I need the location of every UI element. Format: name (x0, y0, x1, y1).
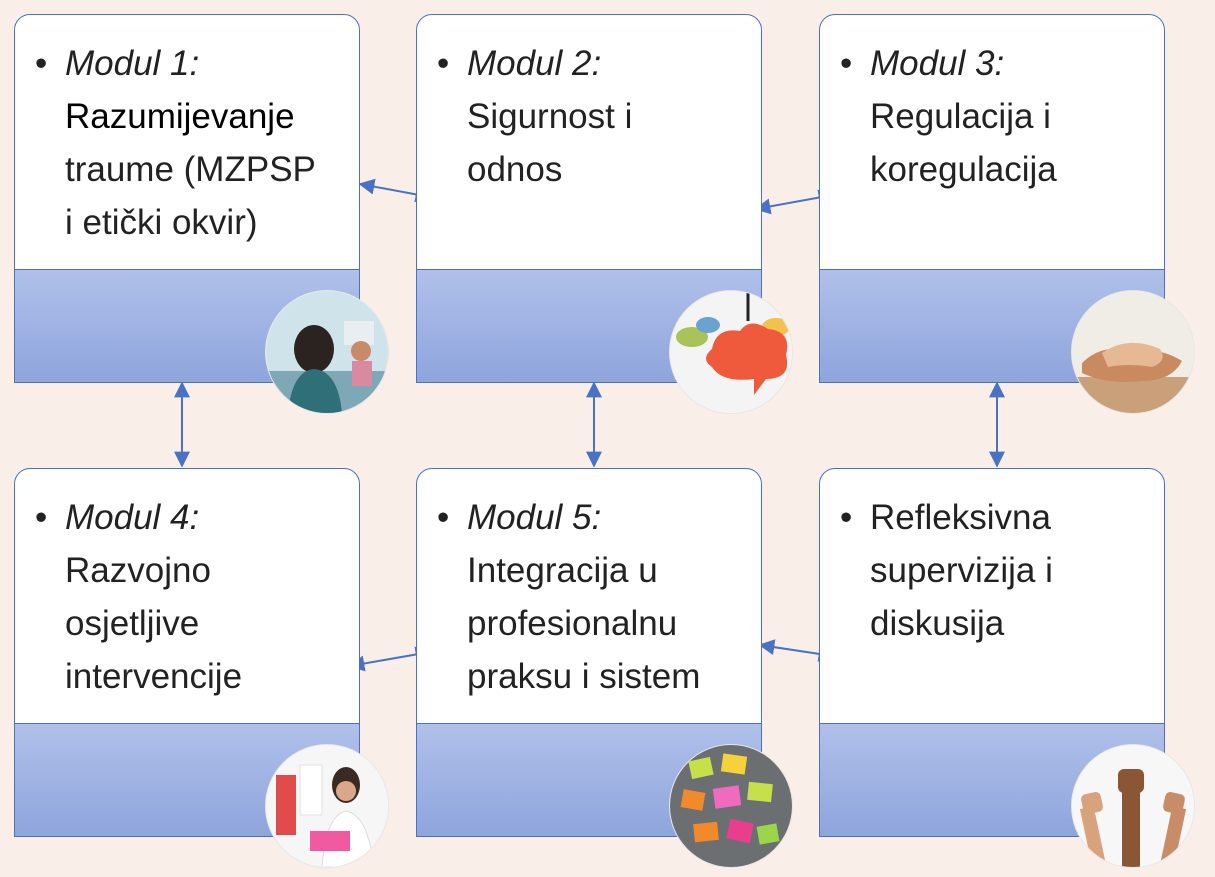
module-title: Modul 1: (65, 44, 200, 83)
module-line: traume (MZPSP (65, 150, 316, 189)
module-line: Integracija u (467, 551, 658, 590)
module-line: osjetljive (65, 604, 200, 643)
module-card-2: • Modul 2: Sigurnost i odnos (416, 14, 762, 383)
module-line: koregulacija (870, 150, 1057, 189)
module-text-6: • Refleksivna supervizija i diskusija (840, 491, 1150, 650)
bullet: • (35, 44, 48, 83)
lab-scientist-photo (265, 744, 389, 868)
module-line: Regulacija i (870, 97, 1051, 136)
bullet: • (437, 498, 450, 537)
module-text-2: • Modul 2: Sigurnost i odnos (437, 37, 747, 196)
module-line: profesionalnu (467, 604, 678, 643)
module-text-1: • Modul 1: Razumijevanje traume (MZPSP i… (35, 37, 345, 249)
module-line: supervizija i (870, 551, 1053, 590)
module-text-5: • Modul 5: Integracija u profesionalnu p… (437, 491, 747, 703)
module-line: i etički okvir) (65, 203, 258, 242)
module-line: diskusija (870, 604, 1005, 643)
speech-bubbles-photo (669, 290, 793, 414)
bullet: • (840, 498, 853, 537)
bullet: • (437, 44, 450, 83)
module-title: Modul 2: (467, 44, 602, 83)
module-title: Modul 5: (467, 498, 602, 537)
bullet: • (840, 44, 853, 83)
sticky-notes-photo (669, 744, 793, 868)
module-text-4: • Modul 4: Razvojno osjetljive intervenc… (35, 491, 345, 703)
module-title: Modul 4: (65, 498, 200, 537)
module-line: intervencije (65, 657, 243, 696)
module-line: Refleksivna (870, 498, 1051, 537)
module-text-3: • Modul 3: Regulacija i koregulacija (840, 37, 1150, 196)
holding-hands-photo (1071, 290, 1195, 414)
module-line: Razvojno (65, 551, 211, 590)
bullet: • (35, 498, 48, 537)
student-classroom-photo (265, 290, 389, 414)
module-line: praksu i sistem (467, 657, 701, 696)
raised-fists-photo (1071, 744, 1195, 868)
module-title: Modul 3: (870, 44, 1005, 83)
module-card-6: • Refleksivna supervizija i diskusija (819, 468, 1165, 837)
module-line: Razumijevanje (65, 97, 295, 136)
module-line: odnos (467, 150, 563, 189)
module-line: Sigurnost i (467, 97, 633, 136)
